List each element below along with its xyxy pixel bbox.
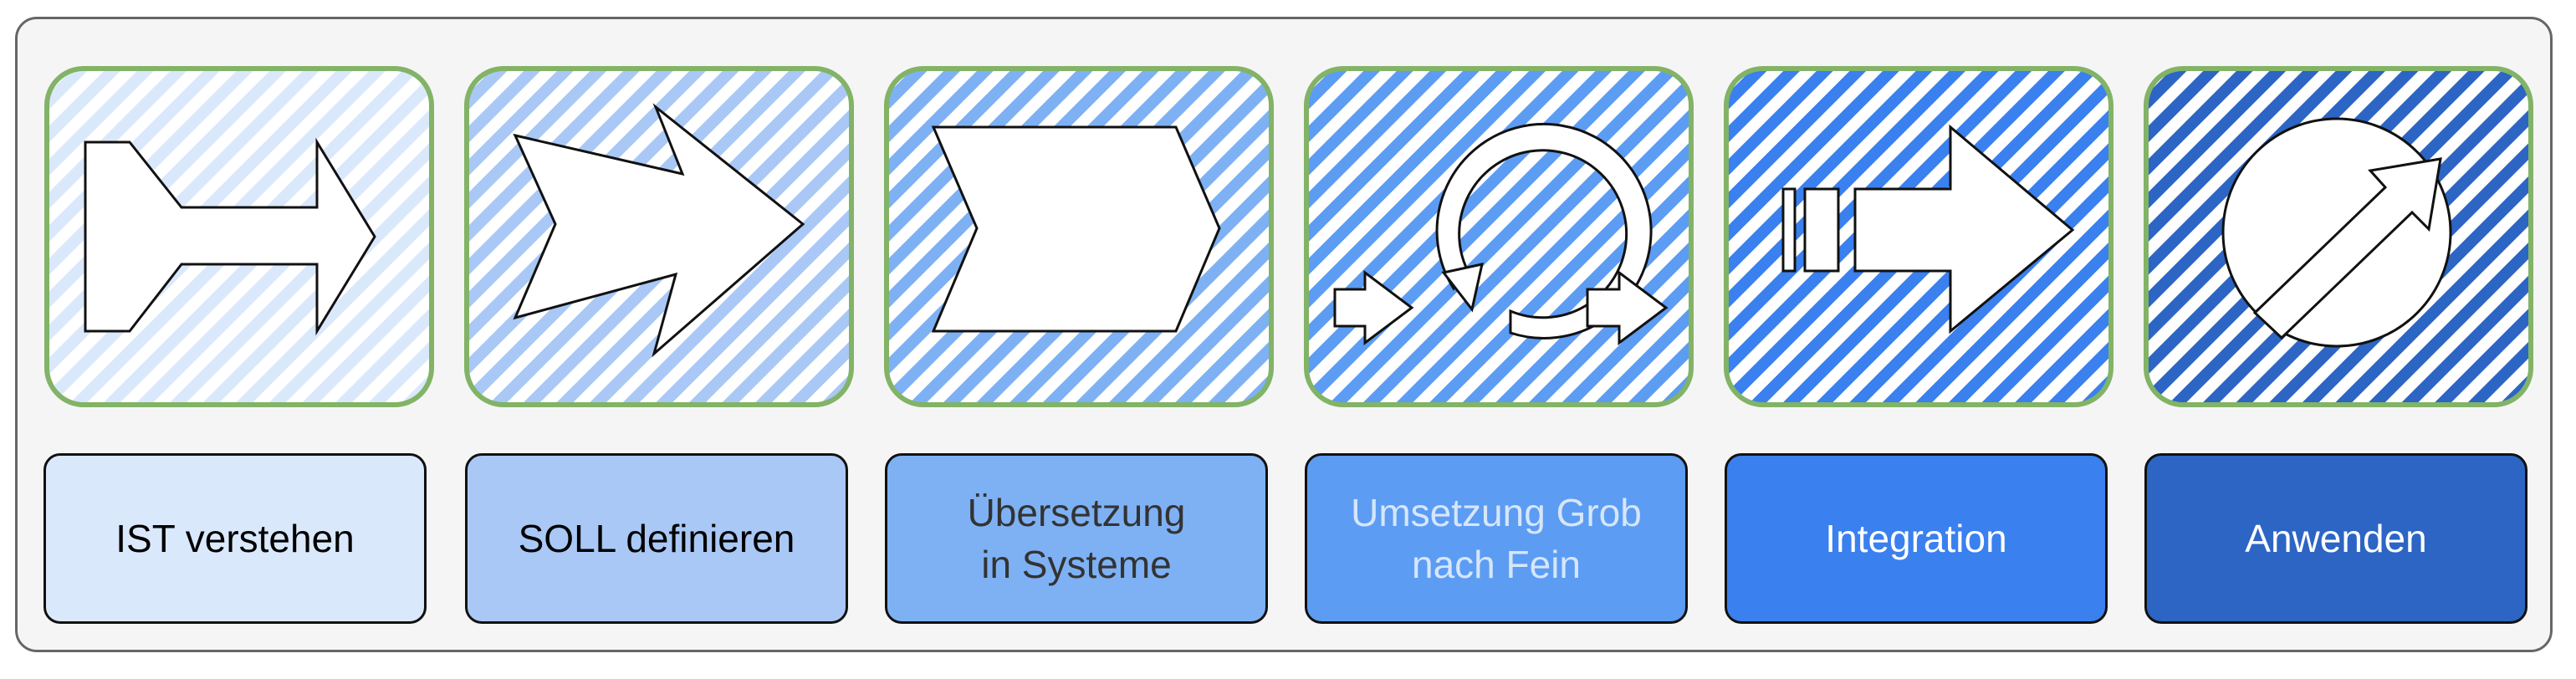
step-anwenden-label: Anwenden <box>2245 517 2427 560</box>
step-anwenden-label-box: Anwenden <box>2144 453 2527 624</box>
step-anwenden-tile <box>2143 65 2534 408</box>
chevron-icon <box>884 66 1274 407</box>
step-uebersetzung-label-box: Übersetzung in Systeme <box>885 453 1268 624</box>
step-uebersetzung-tile <box>883 65 1275 408</box>
step-integration-label-box: Integration <box>1725 453 2108 624</box>
step-umsetzung-label-box: Umsetzung Grob nach Fein <box>1305 453 1688 624</box>
cycle-icon <box>1304 66 1694 407</box>
step-soll-label: SOLL definieren <box>518 517 795 560</box>
step-umsetzung-label: Umsetzung Grob nach Fein <box>1351 491 1642 586</box>
step-uebersetzung-label: Übersetzung in Systeme <box>967 491 1186 586</box>
arrow-circle-icon <box>2144 66 2533 407</box>
notched-arrow-icon <box>464 66 854 407</box>
step-soll-label-box: SOLL definieren <box>465 453 848 624</box>
t-arrow-icon <box>44 66 434 407</box>
step-ist-label-box: IST verstehen <box>43 453 427 624</box>
step-ist-tile <box>43 65 435 408</box>
step-soll-tile <box>463 65 855 408</box>
integration-arrow-icon <box>1724 66 2113 407</box>
step-integration-tile <box>1723 65 2114 408</box>
step-ist-label: IST verstehen <box>115 517 355 560</box>
process-frame <box>15 17 2553 652</box>
step-integration-label: Integration <box>1825 517 2007 560</box>
step-umsetzung-tile <box>1303 65 1694 408</box>
